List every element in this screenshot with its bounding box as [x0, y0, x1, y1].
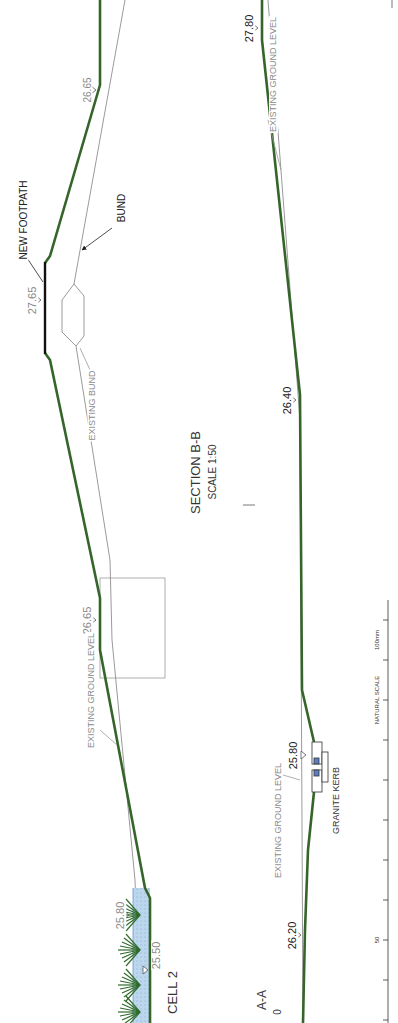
scale-bar	[388, 600, 389, 1023]
scale-tick	[383, 740, 388, 741]
outline-box	[100, 578, 165, 678]
scale-tick	[383, 780, 388, 781]
new-ground-profile	[45, 0, 100, 263]
scale-note: SCALE 1:50	[208, 443, 218, 500]
scale-tick	[383, 860, 388, 861]
section-title: A-A	[256, 989, 268, 1011]
level-label: 25.80	[289, 740, 300, 770]
grid-tick	[392, 0, 393, 8]
grid-tick	[243, 505, 255, 506]
area-label: CELL 2	[165, 970, 178, 1015]
part-label: BUND	[117, 193, 127, 223]
new-ground-profile	[45, 353, 150, 1023]
note-label: EXISTING GROUND LEVEL	[270, 15, 279, 132]
note-label: EXISTING GROUND LEVEL	[88, 631, 97, 748]
level-label: 27.65	[28, 285, 39, 315]
level-marker	[301, 751, 306, 759]
leader-line	[283, 775, 300, 780]
new-ground-profile	[262, 0, 314, 742]
scale-note: 0	[273, 1008, 283, 1016]
scale-tick	[383, 660, 388, 661]
leader-arrow	[82, 228, 112, 250]
scale-label: 50	[374, 936, 380, 945]
level-label: 26.65	[83, 605, 94, 635]
level-label: 26.65	[83, 76, 93, 103]
level-label: 25.50	[152, 940, 163, 970]
scale-tick	[383, 1020, 388, 1021]
level-label: 26.40	[283, 385, 294, 415]
part-label: GRANITE KERB	[332, 765, 341, 834]
scale-tick	[383, 700, 388, 701]
level-label: 25.80	[116, 900, 127, 930]
part-label: NEW FOOTPATH	[19, 179, 29, 260]
existing-bund-notch	[74, 284, 84, 346]
level-marker	[143, 966, 148, 974]
scale-tick	[383, 940, 388, 941]
footpath-line	[44, 262, 46, 354]
part-label: EXISTING BUND	[87, 369, 96, 441]
leader-line	[80, 348, 90, 370]
scale-label: 100mm	[374, 629, 380, 651]
section-title: SECTION B-B	[189, 429, 202, 514]
scale-tick	[383, 620, 388, 621]
scale-tick	[383, 820, 388, 821]
level-label: 27.80	[245, 13, 256, 43]
scale-tick	[383, 980, 388, 981]
existing-ground-line	[62, 0, 140, 1023]
new-ground-profile	[303, 792, 314, 1023]
granite-kerb	[312, 742, 328, 792]
leader-line	[27, 258, 43, 282]
level-label: 26.20	[288, 920, 299, 950]
scale-label: NATURAL SCALE	[374, 675, 380, 726]
note-label: EXISTING GROUND LEVEL	[275, 761, 284, 878]
leader-line	[100, 730, 117, 745]
scale-tick	[383, 900, 388, 901]
